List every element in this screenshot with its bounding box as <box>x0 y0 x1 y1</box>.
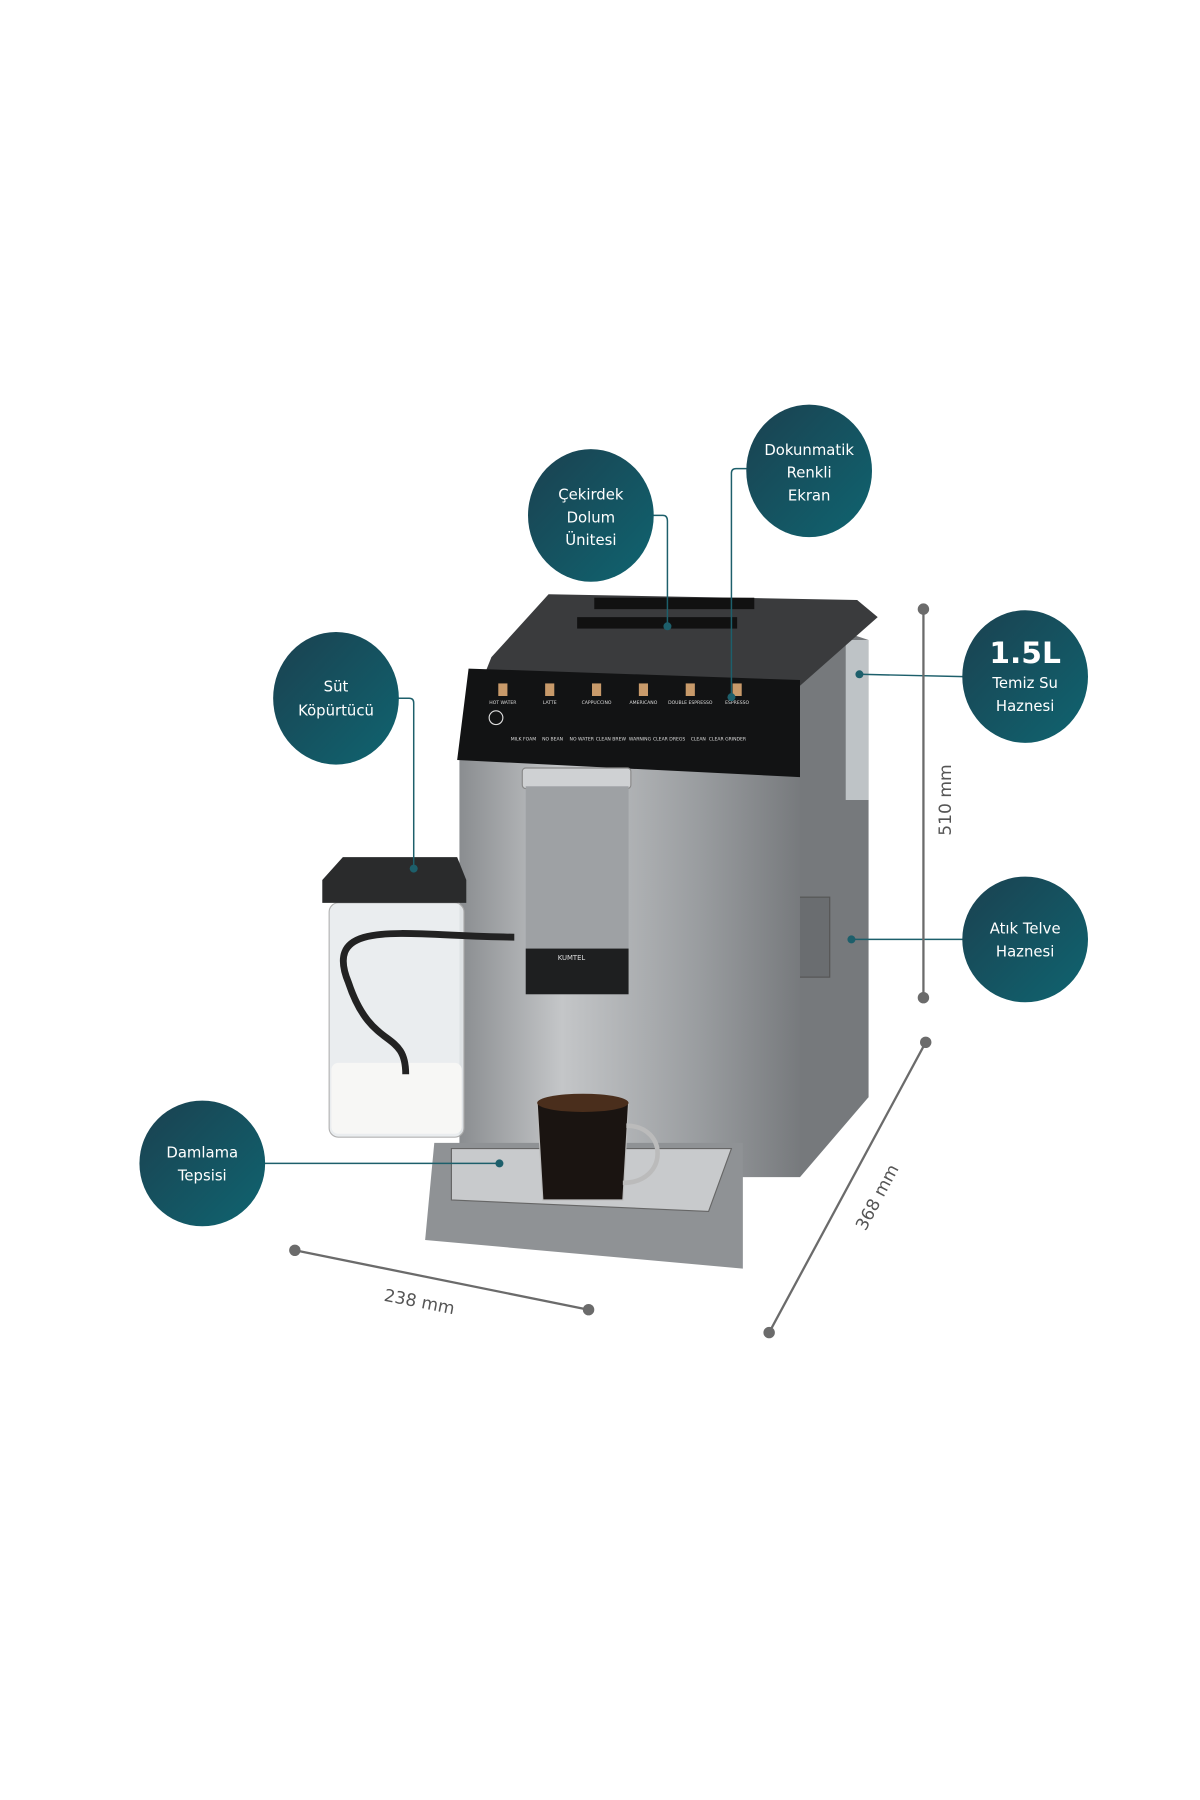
drink-icon[interactable] <box>545 683 555 696</box>
leader-milk-frother <box>395 697 415 869</box>
callout-text: Dolum <box>567 508 616 526</box>
callout-text: Renkli <box>787 464 832 482</box>
panel-button-label[interactable]: HOT WATER <box>489 700 517 706</box>
panel-status-label: MILK FOAM <box>511 737 537 743</box>
callout-text: Ünitesi <box>565 531 616 549</box>
water-tank <box>845 640 869 800</box>
coffee-machine: HOT WATER LATTE CAPPUCCINO AMERICANO DOUBLE … <box>322 594 878 1269</box>
espresso-cup <box>536 1093 660 1201</box>
drink-icon[interactable] <box>685 683 695 696</box>
panel-status-label: WARNING <box>629 737 652 743</box>
panel-button-label[interactable]: CAPPUCCINO <box>582 700 612 706</box>
leader-touch-screen <box>730 467 749 698</box>
callout-text: Çekirdek <box>558 485 624 503</box>
callout-water-tank: 1.5L Temiz Su Haznesi <box>962 610 1088 743</box>
callout-waste-container: Atık Telve Haznesi <box>962 876 1088 1003</box>
panel-status-label: CLEAN <box>691 737 706 743</box>
drink-icon[interactable] <box>592 683 602 696</box>
drink-icon[interactable] <box>498 683 508 696</box>
callout-drip-tray: Damlama Tepsisi <box>139 1100 266 1227</box>
callout-text: Temiz Su <box>991 674 1058 692</box>
width-label: 238 mm <box>382 1286 456 1319</box>
dimension-width: 238 mm <box>289 1244 595 1319</box>
panel-status-label: NO BEAN <box>542 737 563 743</box>
power-icon[interactable] <box>488 710 504 726</box>
callout-text: Süt <box>324 677 349 695</box>
machine-front <box>459 754 800 1178</box>
callout-touch-screen: Dokunmatik Renkli Ekran <box>746 404 872 538</box>
coffee-spout <box>525 786 629 949</box>
callout-text: Köpürtücü <box>298 701 374 719</box>
callout-text: Ekran <box>788 487 831 505</box>
panel-button-label[interactable]: LATTE <box>543 700 557 706</box>
callout-text: Haznesi <box>996 943 1054 961</box>
leader-bean-hopper <box>651 514 669 627</box>
water-capacity: 1.5L <box>989 636 1061 671</box>
panel-button-label[interactable]: AMERICANO <box>630 700 658 706</box>
callout-text: Tepsisi <box>177 1167 227 1185</box>
drink-icon[interactable] <box>732 683 742 696</box>
dimension-height: 510 mm <box>917 603 956 1004</box>
panel-button-label[interactable]: ESPRESSO <box>725 700 749 706</box>
leader-water-tank <box>859 673 964 678</box>
height-label: 510 mm <box>936 764 956 836</box>
callout-text: Dokunmatik <box>764 441 854 459</box>
panel-status-label: CLEAN BREW <box>596 737 627 743</box>
depth-label: 368 mm <box>852 1161 903 1234</box>
callout-text: Damlama <box>166 1144 238 1162</box>
callout-text: Atık Telve <box>990 920 1061 938</box>
panel-button-label[interactable]: DOUBLE ESPRESSO <box>668 700 713 706</box>
drink-icon[interactable] <box>638 683 648 696</box>
milk-jug <box>322 857 515 1138</box>
callout-milk-frother: Süt Köpürtücü <box>273 632 399 765</box>
panel-status-label: NO WATER <box>570 737 595 743</box>
brand-logo: KUMTEL <box>558 954 586 962</box>
panel-status-label: CLEAR DREGS <box>653 737 685 743</box>
touch-screen-panel <box>457 668 800 778</box>
callout-text: Haznesi <box>996 697 1054 715</box>
panel-status-label: CLEAR GRINDER <box>709 737 747 743</box>
callout-bean-hopper: Çekirdek Dolum Ünitesi <box>528 449 654 582</box>
